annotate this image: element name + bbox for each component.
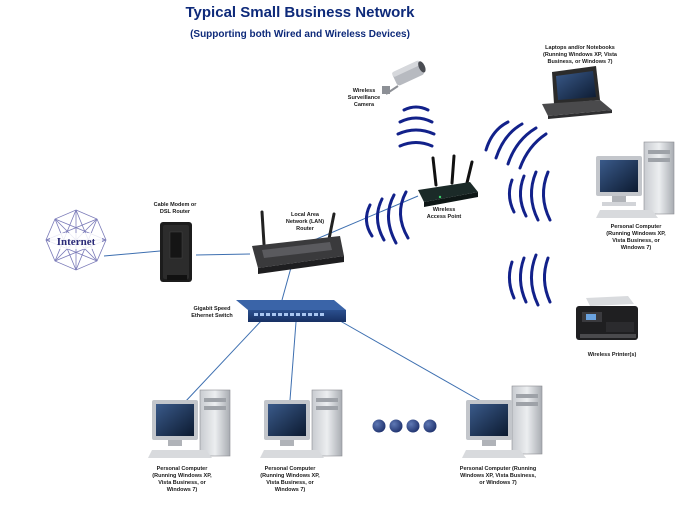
wireless-signal-waves: [365, 105, 552, 307]
pc-wireless-label-3: Vista Business, or: [612, 238, 660, 244]
access-point-label-1: Wireless: [433, 207, 456, 213]
wave-laptop: [484, 120, 548, 170]
pc2-label-3: Vista Business, or: [266, 480, 314, 486]
cable-modem-label-2: DSL Router: [160, 209, 191, 215]
access-point-device: [418, 154, 478, 207]
pc-wireless-label-1: Personal Computer: [611, 224, 663, 230]
diagram-subtitle: (Supporting both Wired and Wireless Devi…: [190, 29, 410, 40]
more-devices-ellipsis: [372, 419, 437, 433]
pc3-label-2: Windows XP, Vista Business,: [460, 473, 536, 479]
lan-router-label-2: Network (LAN): [286, 219, 324, 225]
pc2-device: [260, 389, 343, 458]
wave-pc: [507, 170, 552, 222]
wave-camera: [396, 105, 436, 148]
link-switch-pc3: [334, 317, 487, 405]
link-switch-pc1: [184, 319, 263, 403]
printer-label: Wireless Printer(s): [588, 352, 637, 358]
link-modem-router: [195, 253, 251, 256]
switch-label-2: Ethernet Switch: [191, 313, 233, 319]
internet-label: Internet: [57, 236, 96, 248]
link-router-switch: [281, 263, 293, 301]
lan-router-device: [252, 210, 344, 274]
link-internet-modem: [103, 250, 161, 257]
wave-left: [365, 190, 410, 245]
pc3-label-1: Personal Computer (Running: [460, 466, 536, 472]
pc1-label-4: Windows 7): [167, 487, 198, 493]
camera-label-3: Camera: [354, 102, 375, 108]
wave-printer: [507, 253, 552, 307]
lan-router-label-1: Local Area: [291, 212, 320, 218]
link-switch-pc2: [289, 321, 297, 401]
switch-label-1: Gigabit Speed: [194, 306, 231, 312]
camera-label-1: Wireless: [353, 88, 376, 94]
cable-modem-device: [160, 222, 192, 282]
pc-wireless-device: [596, 141, 675, 218]
link-router-ap: [299, 195, 419, 247]
pc1-label-3: Vista Business, or: [158, 480, 206, 486]
diagram-title: Typical Small Business Network: [186, 4, 416, 21]
laptop-label-2: (Running Windows XP, Vista: [543, 52, 618, 58]
cable-modem-label-1: Cable Modem or: [154, 202, 198, 208]
camera-device: [382, 60, 426, 95]
laptop-device: [542, 66, 612, 119]
printer-device: [576, 296, 638, 340]
internet-label-bg: [50, 233, 102, 249]
lan-router-label-3: Router: [296, 226, 315, 232]
pc1-device: [148, 389, 231, 458]
access-point-label-2: Access Point: [427, 214, 462, 220]
pc3-label-3: or Windows 7): [479, 480, 517, 486]
laptop-label-3: Business, or Windows 7): [547, 59, 612, 65]
pc-wireless-label-2: (Running Windows XP,: [606, 231, 666, 237]
pc-wireless-label-4: Windows 7): [621, 245, 652, 251]
pc1-label-1: Personal Computer: [157, 466, 209, 472]
pc2-label-1: Personal Computer: [265, 466, 317, 472]
pc1-label-2: (Running Windows XP,: [152, 473, 212, 479]
wired-links: [103, 195, 487, 405]
pc2-label-4: Windows 7): [275, 487, 306, 493]
ethernet-switch-device: [236, 300, 346, 322]
pc2-label-2: (Running Windows XP,: [260, 473, 320, 479]
camera-label-2: Surveillance: [348, 95, 380, 101]
pc3-device: [462, 385, 543, 458]
laptop-label-1: Laptops and/or Notebooks: [545, 45, 615, 51]
